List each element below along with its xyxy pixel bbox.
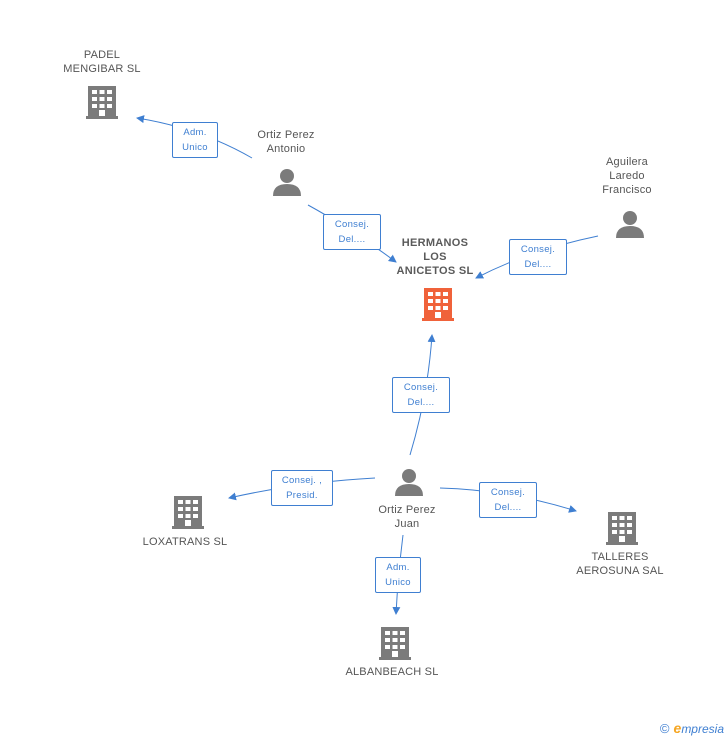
- building-icon[interactable]: [86, 84, 118, 120]
- role-badge-juan-main[interactable]: Consej. Del....: [392, 377, 450, 413]
- building-icon[interactable]: [172, 494, 204, 530]
- ortiz-antonio-label: Ortiz Perez Antonio: [257, 129, 315, 155]
- building-icon[interactable]: [422, 286, 454, 322]
- building-icon[interactable]: [606, 510, 638, 546]
- role-badge-juan-albanbeach[interactable]: Adm. Unico: [375, 557, 421, 593]
- building-icon[interactable]: [379, 625, 411, 661]
- role-badge-antonio-padel[interactable]: Adm. Unico: [172, 122, 218, 158]
- aguilera-label: Aguilera Laredo Francisco: [602, 156, 652, 196]
- empresia-watermark: ©empresia: [660, 720, 724, 736]
- padel-mengibar-label: PADEL MENGIBAR SL: [63, 49, 141, 75]
- brand-name: mpresia: [681, 722, 724, 736]
- brand-initial: e: [673, 720, 682, 736]
- role-badge-antonio-main[interactable]: Consej. Del....: [323, 214, 381, 250]
- role-badge-aguilera-main[interactable]: Consej. Del....: [509, 239, 567, 275]
- albanbeach-label: ALBANBEACH SL: [345, 666, 439, 678]
- person-icon[interactable]: [394, 468, 424, 496]
- main-company-label: HERMANOS LOS ANICETOS SL: [396, 237, 474, 277]
- copyright-symbol: ©: [659, 721, 670, 736]
- ortiz-juan-label: Ortiz Perez Juan: [378, 504, 436, 530]
- person-icon[interactable]: [615, 210, 645, 238]
- role-badge-juan-talleres[interactable]: Consej. Del....: [479, 482, 537, 518]
- talleres-label: TALLERES AEROSUNA SAL: [576, 551, 664, 577]
- loxatrans-label: LOXATRANS SL: [142, 536, 228, 548]
- person-icon[interactable]: [272, 168, 302, 196]
- role-badge-juan-loxatrans[interactable]: Consej. , Presid.: [271, 470, 333, 506]
